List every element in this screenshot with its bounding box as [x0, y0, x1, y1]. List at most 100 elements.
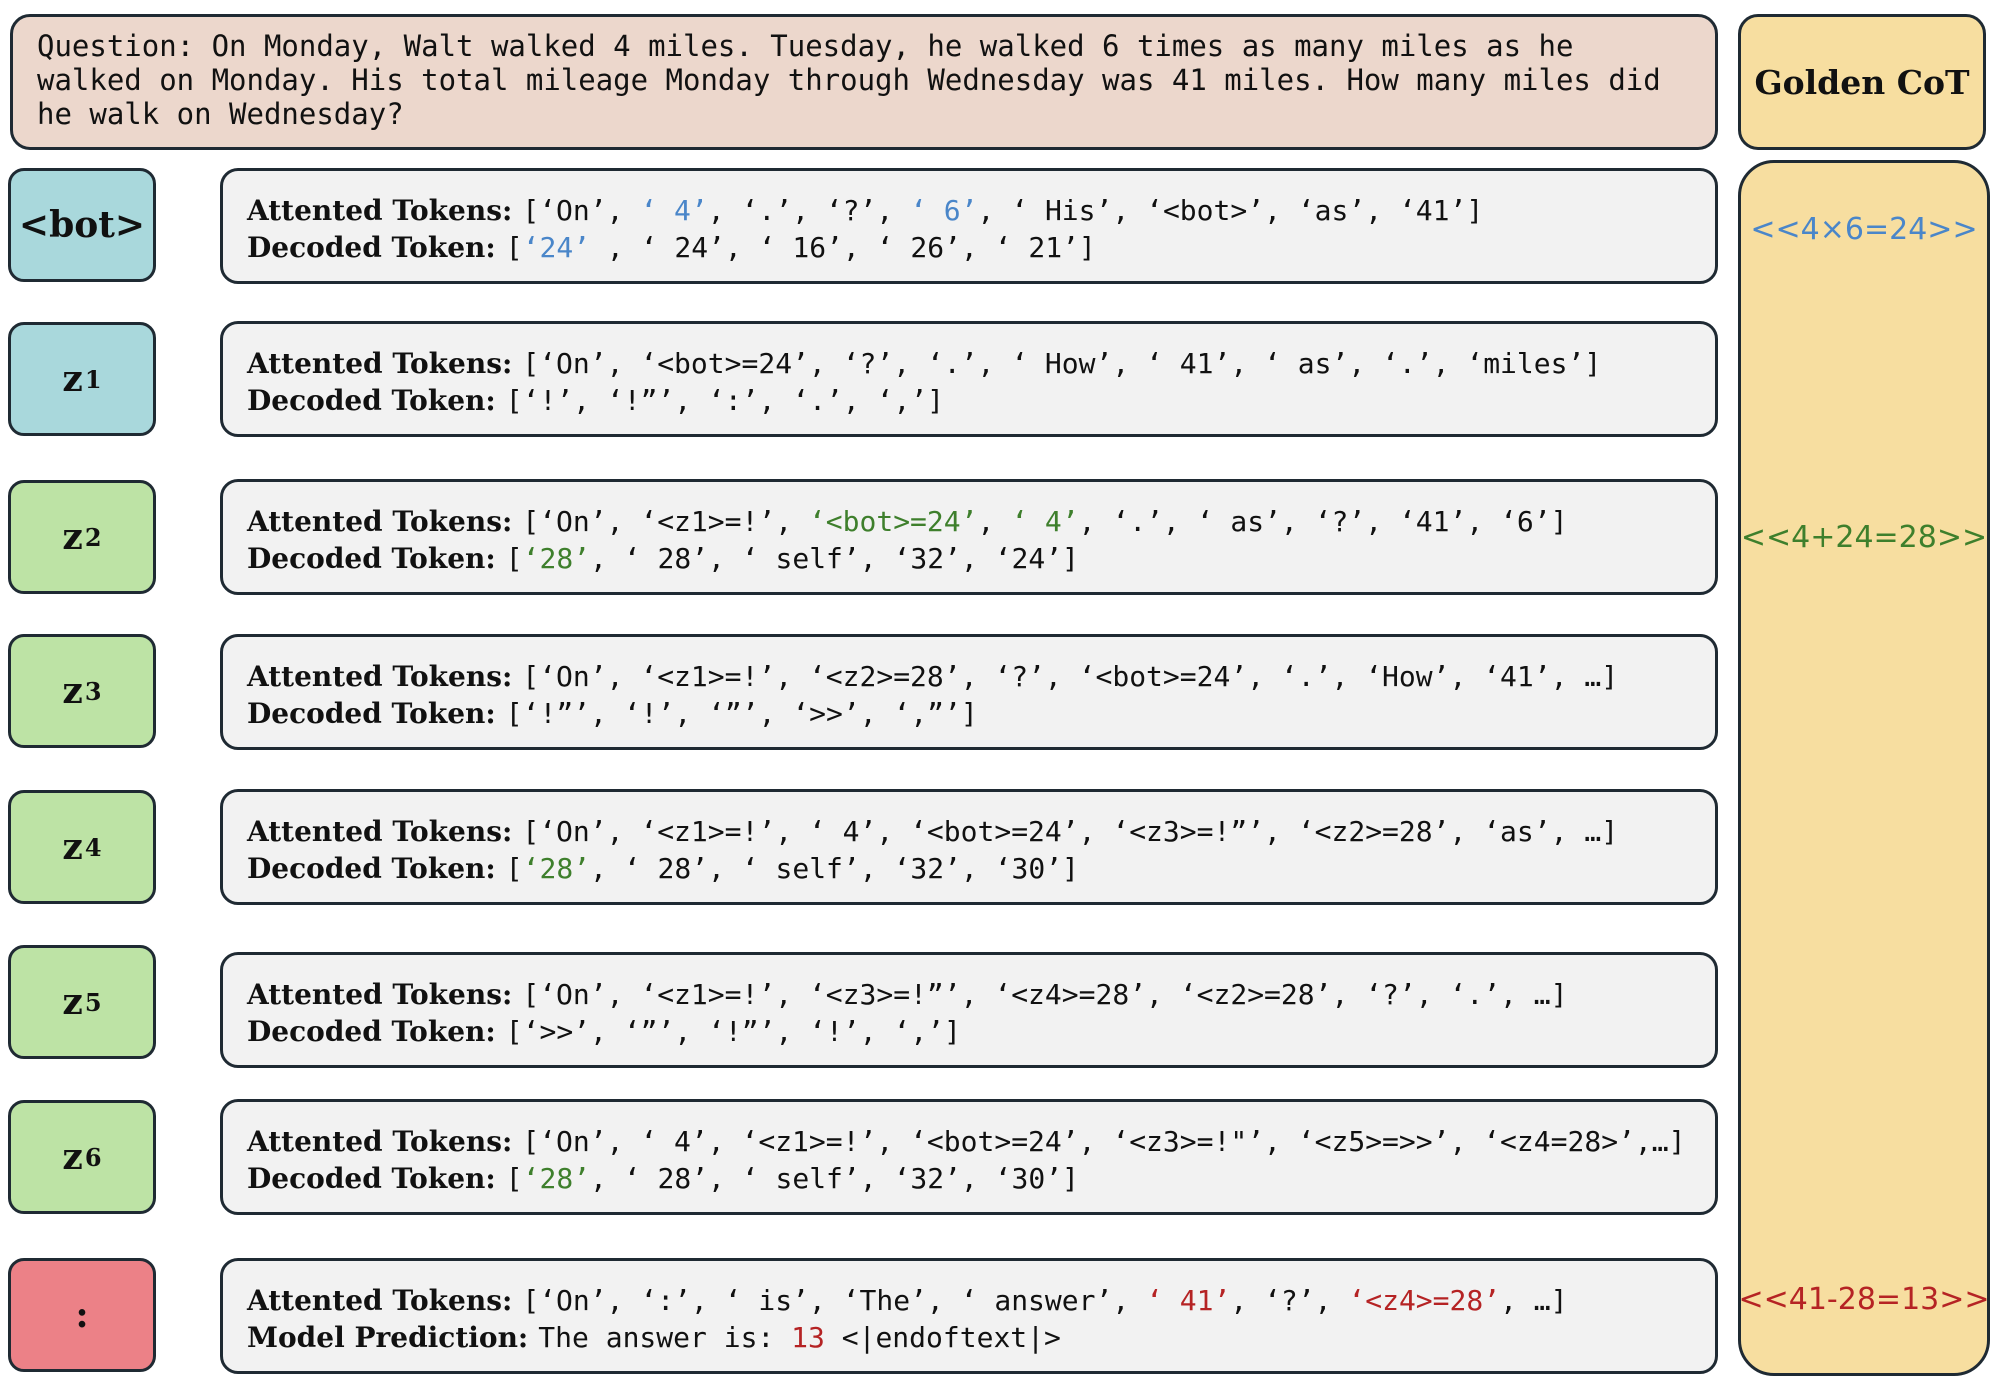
step-label: z: [62, 516, 83, 558]
token-segment: ‘ 4’: [640, 194, 708, 227]
token-segment: ‘24’: [522, 231, 591, 264]
step-label-subscript: 1: [84, 364, 102, 394]
token-segment: ‘28’: [522, 1162, 591, 1195]
token-segment: 13: [791, 1321, 825, 1354]
token-segment: ‘ 41’: [1146, 1284, 1231, 1317]
golden-step-1: <<4×6=24>>: [1750, 212, 1978, 247]
token-segment: [‘On’, ‘ 4’, ‘<z1>=!’, ‘<bot>=24’, ‘<z3>…: [522, 1125, 1686, 1158]
attended-tokens-line: Attented Tokens: [‘On’, ‘<z1>=!’, ‘<z3>=!…: [247, 976, 1691, 1013]
token-segment: The answer is:: [538, 1321, 792, 1354]
step-label: z: [62, 826, 83, 868]
token-segment: [‘On’, ‘<z1>=!’, ‘ 4’, ‘<bot>=24’, ‘<z3>…: [522, 815, 1619, 848]
question-box: Question: On Monday, Walt walked 4 miles…: [10, 14, 1718, 150]
token-segment: ‘28’: [522, 542, 591, 575]
step-label: z: [62, 358, 83, 400]
decoded-token-label: Decoded Token:: [247, 852, 496, 885]
step-label-subscript: 5: [84, 987, 102, 1017]
decoded-token-label: Decoded Token:: [247, 1162, 496, 1195]
attended-tokens-label: Attented Tokens:: [247, 1125, 513, 1158]
token-card: Attented Tokens: [‘On’, ‘<z1>=!’, ‘<z2>=2…: [220, 634, 1718, 750]
golden-cot-column: [1738, 160, 1990, 1376]
token-segment: [‘On’, ‘<bot>=24’, ‘?’, ‘.’, ‘ How’, ‘ 4…: [522, 347, 1602, 380]
decoded-token-line: Decoded Token: [‘!’, ‘!”’, ‘:’, ‘.’, ‘,’]: [247, 382, 1691, 419]
token-segment: ‘<z4>=28’: [1348, 1284, 1501, 1317]
attended-tokens-line: Attented Tokens: [‘On’, ‘ 4’, ‘<z1>=!’, ‘…: [247, 1123, 1691, 1160]
attended-tokens-line: Attented Tokens: [‘On’, ‘<z1>=!’, ‘<bot>=…: [247, 503, 1691, 540]
golden-cot-title: Golden CoT: [1754, 62, 1970, 102]
decoded-token-line: Decoded Token: [‘24’ , ‘ 24’, ‘ 16’, ‘ 26…: [247, 229, 1691, 266]
model-prediction-label: Model Prediction:: [247, 1321, 529, 1354]
decoded-token-line: Decoded Token: [‘28’, ‘ 28’, ‘ self’, ‘32…: [247, 850, 1691, 887]
token-segment: [‘On’, ‘<z1>=!’, ‘<z3>=!”’, ‘<z4>=28’, ‘…: [522, 978, 1568, 1011]
token-segment: [: [505, 1162, 523, 1195]
token-segment: [‘!’, ‘!”’, ‘:’, ‘.’, ‘,’]: [505, 384, 945, 417]
token-segment: <|endoftext|>: [824, 1321, 1061, 1354]
attended-tokens-line: Attented Tokens: [‘On’, ‘<bot>=24’, ‘?’, …: [247, 345, 1691, 382]
token-segment: , ‘ 28’, ‘ self’, ‘32’, ‘30’]: [590, 1162, 1079, 1195]
step-label-subscript: 3: [84, 676, 102, 706]
decoded-token-line: Decoded Token: [‘28’, ‘ 28’, ‘ self’, ‘32…: [247, 1160, 1691, 1197]
token-segment: ,: [977, 505, 1012, 538]
token-card: Attented Tokens:[‘On’, ‘ 4’, ‘.’, ‘?’, ‘…: [220, 168, 1718, 284]
token-card: Attented Tokens: [‘On’, ‘:’, ‘ is’, ‘The’…: [220, 1258, 1718, 1374]
attended-tokens-label: Attented Tokens:: [247, 505, 513, 538]
token-segment: [: [505, 852, 523, 885]
token-card: Attented Tokens: [‘On’, ‘<z1>=!’, ‘<bot>=…: [220, 479, 1718, 595]
token-segment: ‘<bot>=24’: [808, 505, 978, 538]
attended-tokens-label: Attented Tokens:: [247, 347, 513, 380]
attended-tokens-label: Attented Tokens:: [247, 194, 513, 227]
step-label: z: [62, 1136, 83, 1178]
step-label-box: <bot>: [8, 168, 156, 282]
token-segment: , …]: [1500, 1284, 1568, 1317]
token-segment: , ‘ 28’, ‘ self’, ‘32’, ‘30’]: [590, 852, 1079, 885]
step-label-box: :: [8, 1258, 156, 1372]
token-card: Attented Tokens: [‘On’, ‘<z1>=!’, ‘<z3>=!…: [220, 952, 1718, 1068]
step-label: z: [62, 981, 83, 1023]
token-segment: [‘On’, ‘<z1>=!’, ‘<z2>=28’, ‘?’, ‘<bot>=…: [522, 660, 1619, 693]
token-segment: [‘On’, ‘<z1>=!’,: [522, 505, 809, 538]
token-segment: , ‘ 28’, ‘ self’, ‘32’, ‘24’]: [590, 542, 1079, 575]
token-segment: , ‘?’,: [1230, 1284, 1349, 1317]
token-segment: ‘ 6’: [910, 194, 978, 227]
attended-tokens-label: Attented Tokens:: [247, 660, 513, 693]
decoded-token-line: Decoded Token: [‘!”’, ‘!’, ‘”’, ‘>>’, ‘,”…: [247, 695, 1691, 732]
step-label-subscript: 4: [84, 832, 102, 862]
token-segment: ‘28’: [522, 852, 591, 885]
token-segment: , ‘ 24’, ‘ 16’, ‘ 26’, ‘ 21’]: [590, 231, 1096, 264]
token-segment: [: [505, 542, 523, 575]
token-segment: ‘ 4’: [1011, 505, 1079, 538]
attended-tokens-line: Attented Tokens: [‘On’, ‘<z1>=!’, ‘<z2>=2…: [247, 658, 1691, 695]
attended-tokens-label: Attented Tokens:: [247, 1284, 513, 1317]
decoded-token-label: Decoded Token:: [247, 697, 496, 730]
decoded-token-label: Decoded Token:: [247, 384, 496, 417]
golden-cot-header: Golden CoT: [1738, 14, 1986, 150]
decoded-token-label: Decoded Token:: [247, 542, 496, 575]
token-segment: [‘On’,: [522, 194, 641, 227]
token-segment: [‘!”’, ‘!’, ‘”’, ‘>>’, ‘,”’]: [505, 697, 978, 730]
attended-tokens-line: Attented Tokens: [‘On’, ‘<z1>=!’, ‘ 4’, ‘…: [247, 813, 1691, 850]
token-segment: [: [505, 231, 523, 264]
step-label: z: [62, 670, 83, 712]
model-prediction-line: Model Prediction: The answer is: 13 <|end…: [247, 1319, 1691, 1356]
step-label: <bot>: [18, 204, 146, 246]
attended-tokens-line: Attented Tokens:[‘On’, ‘ 4’, ‘.’, ‘?’, ‘…: [247, 192, 1691, 229]
decoded-token-label: Decoded Token:: [247, 231, 496, 264]
token-segment: [‘On’, ‘:’, ‘ is’, ‘The’, ‘ answer’,: [522, 1284, 1147, 1317]
decoded-token-label: Decoded Token:: [247, 1015, 496, 1048]
step-label: :: [75, 1294, 89, 1336]
attended-tokens-label: Attented Tokens:: [247, 978, 513, 1011]
attended-tokens-label: Attented Tokens:: [247, 815, 513, 848]
token-card: Attented Tokens: [‘On’, ‘<z1>=!’, ‘ 4’, ‘…: [220, 789, 1718, 905]
token-card: Attented Tokens: [‘On’, ‘ 4’, ‘<z1>=!’, ‘…: [220, 1099, 1718, 1215]
attended-tokens-line: Attented Tokens: [‘On’, ‘:’, ‘ is’, ‘The’…: [247, 1282, 1691, 1319]
question-text: Question: On Monday, Walt walked 4 miles…: [37, 29, 1661, 131]
token-card: Attented Tokens: [‘On’, ‘<bot>=24’, ‘?’, …: [220, 321, 1718, 437]
token-segment: , ‘ His’, ‘<bot>’, ‘as’, ‘41’]: [977, 194, 1484, 227]
token-segment: [‘>>’, ‘”’, ‘!”’, ‘!’, ‘,’]: [505, 1015, 961, 1048]
